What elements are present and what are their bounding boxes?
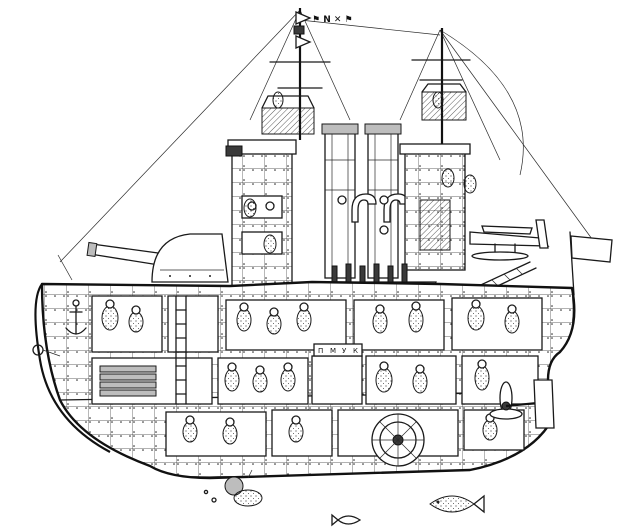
sign-letter-4: К [353,347,358,355]
fore-mast-flags: ⚑ N ✕ ⚑ [293,11,353,49]
gun-turret [151,233,229,283]
diver [203,469,263,507]
aft-superstructure [399,143,471,271]
ventilator-cowls [351,193,409,223]
seaplane [469,219,550,261]
sign-letter-3: У [342,347,347,355]
crew-figures [101,91,520,445]
engine-flywheel [371,413,425,467]
sign-letter-2: М [330,347,336,355]
propeller [489,381,549,420]
flag-lettering: ⚑ N ✕ ⚑ [312,15,353,25]
portholes [337,195,389,235]
bridge-tower [225,139,297,291]
life-buoy [32,344,61,357]
small-fish [331,513,362,527]
cabin-signboard: П М У К [313,343,363,357]
anchor-icon [65,299,87,335]
rudder [533,379,555,429]
rigging [57,9,601,281]
stern-flag [569,231,613,296]
interior-ladders [175,295,187,405]
fore-mast [261,8,331,140]
sign-letter-1: П [318,347,323,355]
torpedo-rack [99,365,157,397]
large-fish [429,494,485,514]
